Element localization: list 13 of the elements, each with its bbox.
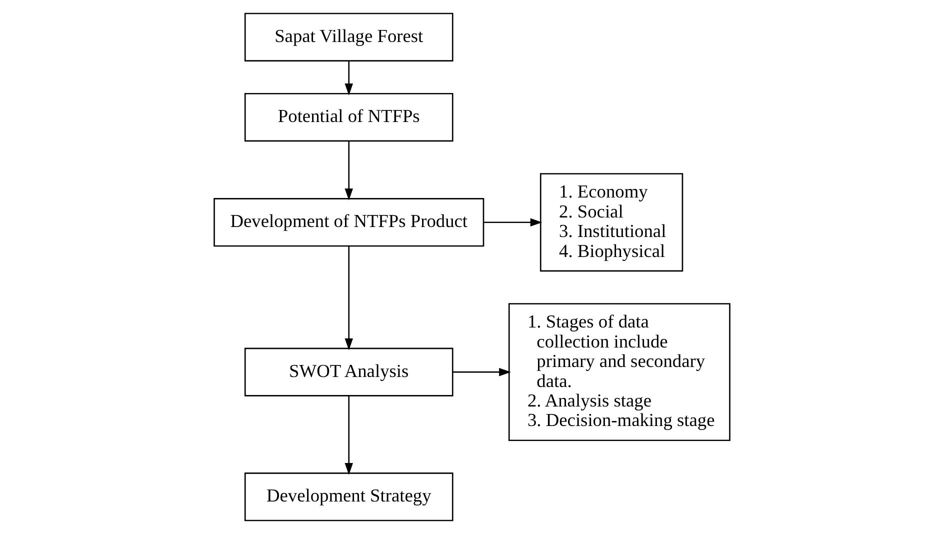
- node-box: Sapat Village Forest: [244, 12, 454, 62]
- arrow: [344, 60, 354, 96]
- node-box: Development of NTFPs Product: [214, 198, 484, 247]
- arrow: [344, 141, 354, 200]
- arrow: [484, 218, 542, 226]
- node-box: Development Strategy: [244, 472, 454, 522]
- arrow: [344, 396, 354, 475]
- node-box: Potential of NTFPs: [244, 92, 454, 142]
- node-box: SWOT Analysis: [244, 348, 454, 396]
- arrow: [344, 246, 354, 350]
- arrow: [452, 368, 511, 376]
- node-box: 1. Economy 2. Social 3. Institutional 4. Biophysical: [540, 173, 684, 272]
- node-box: 1. Stages of data collection include primary and secondary data. 2. Analysis stage 3. Decision-making stage: [508, 303, 730, 442]
